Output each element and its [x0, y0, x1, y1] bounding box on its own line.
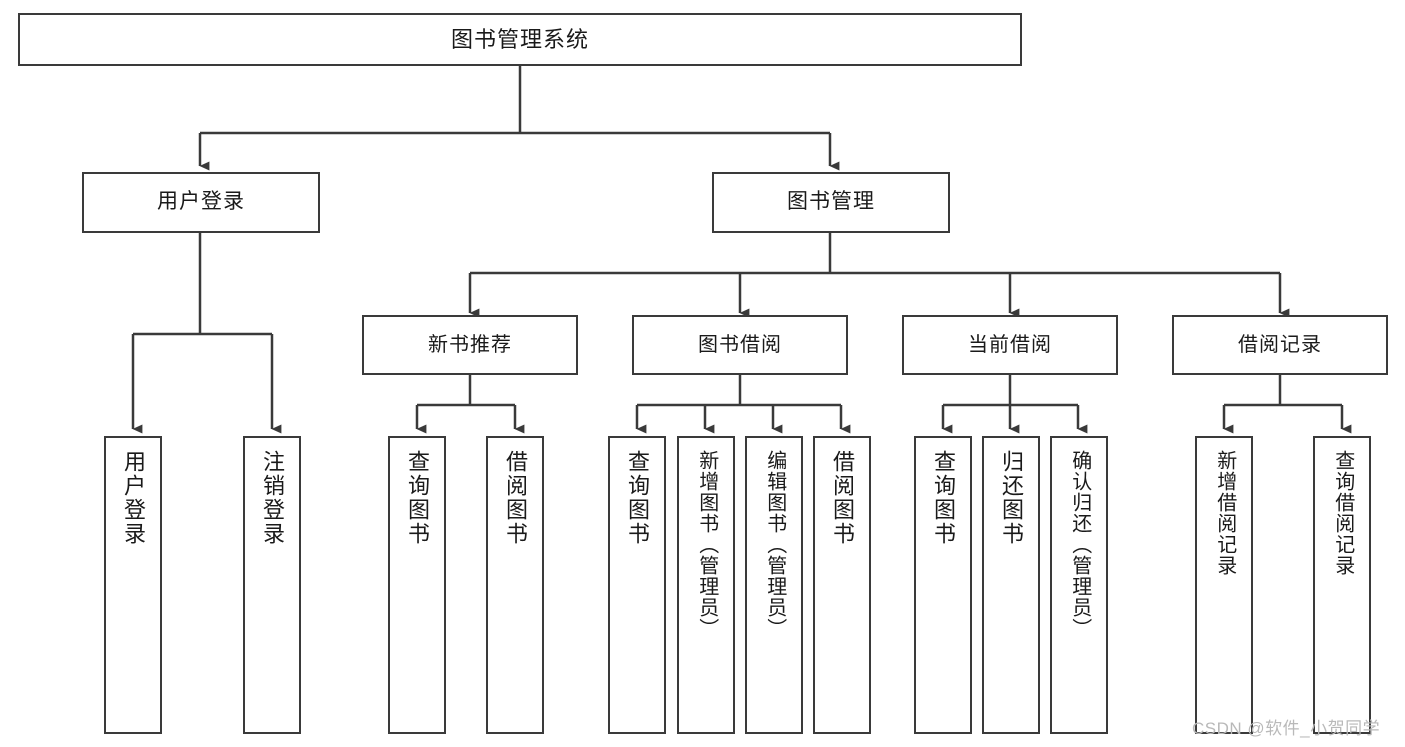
node-user-login[interactable]: 用户登录 — [82, 172, 320, 233]
node-leaf-borrow-book-1[interactable]: 借阅图书 — [486, 436, 544, 734]
node-book-borrow[interactable]: 图书借阅 — [632, 315, 848, 375]
node-leaf-query-record[interactable]: 查询借阅记录 — [1313, 436, 1371, 734]
node-label: 图书借阅 — [698, 333, 782, 356]
node-leaf-add-record[interactable]: 新增借阅记录 — [1195, 436, 1253, 734]
node-label: 图书管理系统 — [450, 26, 589, 52]
node-label: 查询借阅记录 — [1331, 450, 1354, 576]
node-borrow-record[interactable]: 借阅记录 — [1172, 315, 1388, 375]
node-label: 当前借阅 — [968, 333, 1052, 356]
node-leaf-add-book[interactable]: 新增图书（管理员） — [677, 436, 735, 734]
node-current-borrow[interactable]: 当前借阅 — [902, 315, 1118, 375]
node-label: 用户登录 — [157, 190, 245, 214]
node-label: 查询图书 — [624, 450, 650, 546]
node-label: 新书推荐 — [428, 333, 512, 356]
node-root-book-management-system[interactable]: 图书管理系统 — [18, 13, 1022, 66]
node-leaf-query-book-1[interactable]: 查询图书 — [388, 436, 446, 734]
node-label: 编辑图书（管理员） — [763, 450, 786, 639]
node-label: 用户登录 — [120, 450, 146, 546]
node-new-book-recommend[interactable]: 新书推荐 — [362, 315, 578, 375]
node-leaf-confirm-return[interactable]: 确认归还（管理员） — [1050, 436, 1108, 734]
node-label: 借阅图书 — [829, 450, 855, 546]
node-label: 借阅图书 — [502, 450, 528, 546]
node-label: 归还图书 — [998, 450, 1024, 546]
node-label: 注销登录 — [259, 450, 285, 546]
node-leaf-query-book-2[interactable]: 查询图书 — [608, 436, 666, 734]
node-leaf-query-book-3[interactable]: 查询图书 — [914, 436, 972, 734]
node-label: 查询图书 — [404, 450, 430, 546]
node-label: 确认归还（管理员） — [1068, 450, 1091, 639]
node-label: 新增图书（管理员） — [695, 450, 718, 639]
node-leaf-user-login[interactable]: 用户登录 — [104, 436, 162, 734]
node-leaf-borrow-book-2[interactable]: 借阅图书 — [813, 436, 871, 734]
csdn-watermark: CSDN @软件_小贺同学 — [1192, 719, 1381, 738]
node-label: 图书管理 — [787, 190, 875, 214]
node-label: 查询图书 — [930, 450, 956, 546]
node-label: 新增借阅记录 — [1213, 450, 1236, 576]
node-leaf-edit-book[interactable]: 编辑图书（管理员） — [745, 436, 803, 734]
node-book-management[interactable]: 图书管理 — [712, 172, 950, 233]
node-label: 借阅记录 — [1238, 333, 1322, 356]
node-leaf-return-book[interactable]: 归还图书 — [982, 436, 1040, 734]
node-leaf-user-logout[interactable]: 注销登录 — [243, 436, 301, 734]
